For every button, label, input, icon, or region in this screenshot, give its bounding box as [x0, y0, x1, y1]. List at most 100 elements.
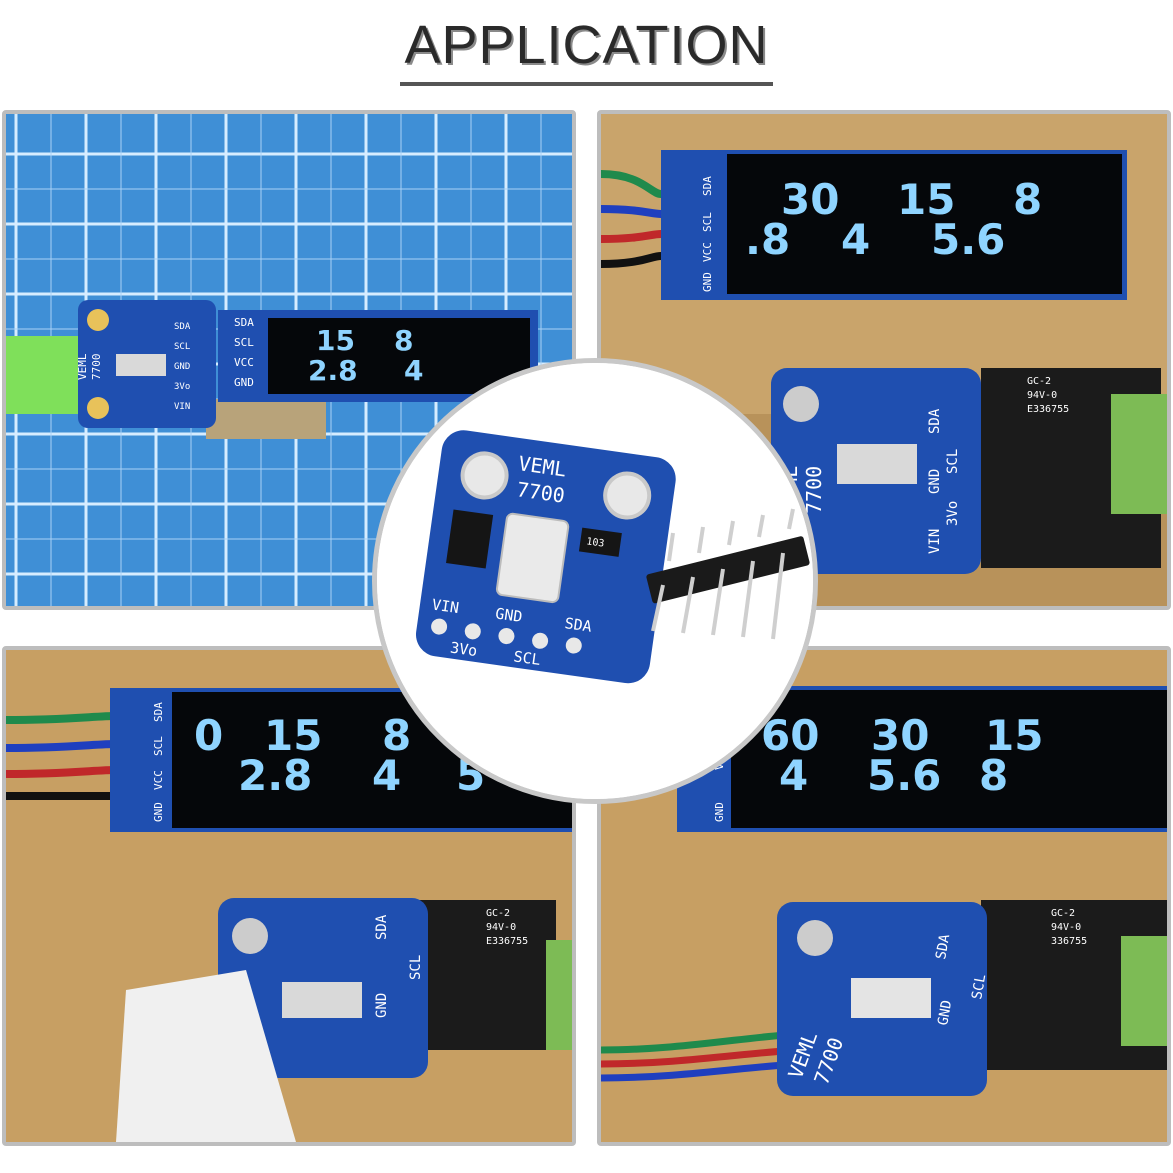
display-top-value-1: 0	[194, 711, 223, 760]
pin-header	[646, 508, 810, 640]
display-bottom-value-1: 2.8	[308, 354, 358, 387]
sensor-pin-gnd: GND	[927, 469, 943, 494]
chip-marking: 103	[586, 536, 605, 549]
screw-icon	[797, 920, 833, 956]
pin-hole-icon	[498, 628, 515, 645]
wire-red	[601, 230, 662, 243]
wire-green	[6, 712, 117, 724]
sensor-pin-sda: SDA	[927, 408, 943, 434]
photo-top-right: SDA SCL VCC GND 30 15 8 .8 4 5.6 GC-2 94…	[597, 110, 1171, 610]
display-bottom-value-2: 4	[372, 751, 401, 800]
display-top-value-3: 8	[382, 711, 411, 760]
oled-pin-sda: SDA	[701, 176, 714, 196]
pin-header-pins	[651, 508, 795, 640]
cert-3: E336755	[486, 936, 528, 947]
cert-1: GC-2	[1051, 908, 1075, 919]
mount-hole-icon	[87, 397, 109, 419]
oled-screen	[727, 154, 1122, 294]
light-sensor-chip	[851, 978, 931, 1018]
sensor-pin-gnd: GND	[374, 993, 390, 1018]
center-product-circle: VEML 7700 103 VIN GND SDA 3Vo SCL	[372, 358, 818, 804]
feather-board	[416, 900, 556, 1050]
display-top-value-3: 15	[985, 711, 1043, 760]
pin-hole-icon	[431, 618, 448, 635]
light-sensor-chip	[495, 512, 570, 604]
cert-1: GC-2	[1027, 376, 1051, 387]
oled-pin-gnd: GND	[152, 802, 165, 822]
cover-card	[116, 970, 296, 1142]
sensor-pin-vin: VIN	[174, 402, 190, 412]
light-sensor-chip	[282, 982, 362, 1018]
screw-icon	[783, 386, 819, 422]
display-bottom-value-2: 5.6	[867, 751, 941, 800]
sensor-pin-scl: SCL	[408, 955, 424, 980]
oled-pin-vcc: VCC	[701, 242, 714, 262]
center-product-svg: VEML 7700 103 VIN GND SDA 3Vo SCL	[377, 363, 813, 799]
photo-top-right-svg: SDA SCL VCC GND 30 15 8 .8 4 5.6 GC-2 94…	[601, 114, 1167, 606]
oled-pin-vcc: VCC	[152, 770, 165, 790]
display-top-value-2: 30	[871, 711, 929, 760]
oled-pin-gnd: GND	[713, 802, 726, 822]
display-bottom-value-2: 4	[404, 354, 423, 387]
title-wrap: APPLICATION	[0, 14, 1173, 86]
cert-3: 336755	[1051, 936, 1087, 947]
pin-hole-icon	[464, 623, 481, 640]
sensor-pin-3vo: 3Vo	[945, 501, 961, 526]
oled-screen	[268, 318, 530, 394]
light-sensor-chip	[837, 444, 917, 484]
cert-2: 94V-0	[1051, 922, 1081, 933]
sensor-pin-sda: SDA	[374, 914, 390, 940]
oled-screen	[731, 690, 1167, 828]
sensor-label-2: 7700	[90, 354, 103, 381]
oled-pin-gnd: GND	[234, 376, 254, 389]
display-top-value-2: 15	[897, 175, 955, 224]
cert-2: 94V-0	[1027, 390, 1057, 401]
sensor-pin-3vo: 3Vo	[174, 382, 190, 392]
usb-plug	[546, 940, 572, 1050]
product-board-group: VEML 7700 103 VIN GND SDA 3Vo SCL	[415, 430, 676, 684]
oled-pin-scl: SCL	[234, 336, 254, 349]
display-bottom-value-2: 4	[841, 215, 870, 264]
board-pin-gnd: GND	[494, 604, 523, 626]
sensor-pin-sda: SDA	[933, 932, 953, 960]
photo-bottom-right: VCC GND 60 30 15 4 5.6 8 GC-2 94V-0 3367…	[597, 646, 1171, 1146]
sensor-pin-vin: VIN	[927, 529, 943, 554]
oled-pin-gnd: GND	[701, 272, 714, 292]
pin-header-body	[646, 536, 810, 604]
display-top-value-2: 15	[264, 711, 322, 760]
page-title: APPLICATION	[400, 14, 773, 86]
cert-2: 94V-0	[486, 922, 516, 933]
board-pin-3vo: 3Vo	[449, 638, 478, 660]
sensor-pin-scl: SCL	[969, 973, 989, 1001]
sensor-pin-scl: SCL	[174, 342, 190, 352]
board-pin-sda: SDA	[564, 614, 593, 636]
proto-board	[206, 399, 326, 439]
mount-hole-icon	[460, 451, 509, 500]
screw-icon	[232, 918, 268, 954]
green-cable	[6, 336, 86, 414]
pin-hole-icon	[532, 632, 549, 649]
display-top-value-1: 60	[761, 711, 819, 760]
cert-1: GC-2	[486, 908, 510, 919]
board-pin-vin: VIN	[431, 596, 460, 618]
wire-blue	[601, 205, 662, 218]
display-top-value-1: 30	[781, 175, 839, 224]
display-bottom-value-1: 4	[779, 751, 808, 800]
sensor-label-1: VEML	[76, 353, 89, 380]
usb-plug	[1121, 936, 1167, 1046]
cert-3: E336755	[1027, 404, 1069, 415]
board-pin-scl: SCL	[512, 647, 541, 669]
light-sensor-chip	[116, 354, 166, 376]
wire-green	[601, 170, 662, 198]
display-bottom-value-3: 5.6	[931, 215, 1005, 264]
oled-pin-scl: SCL	[152, 736, 165, 756]
display-bottom-value-3: 8	[979, 751, 1008, 800]
display-bottom-value-1: .8	[745, 215, 790, 264]
display-top-value-2: 8	[394, 324, 413, 357]
oled-pin-vcc: VCC	[234, 356, 254, 369]
regulator-chip	[446, 509, 494, 569]
wire-red	[6, 766, 117, 778]
pin-hole-icon	[565, 637, 582, 654]
sensor-pin-scl: SCL	[945, 449, 961, 474]
mount-hole-icon	[87, 309, 109, 331]
